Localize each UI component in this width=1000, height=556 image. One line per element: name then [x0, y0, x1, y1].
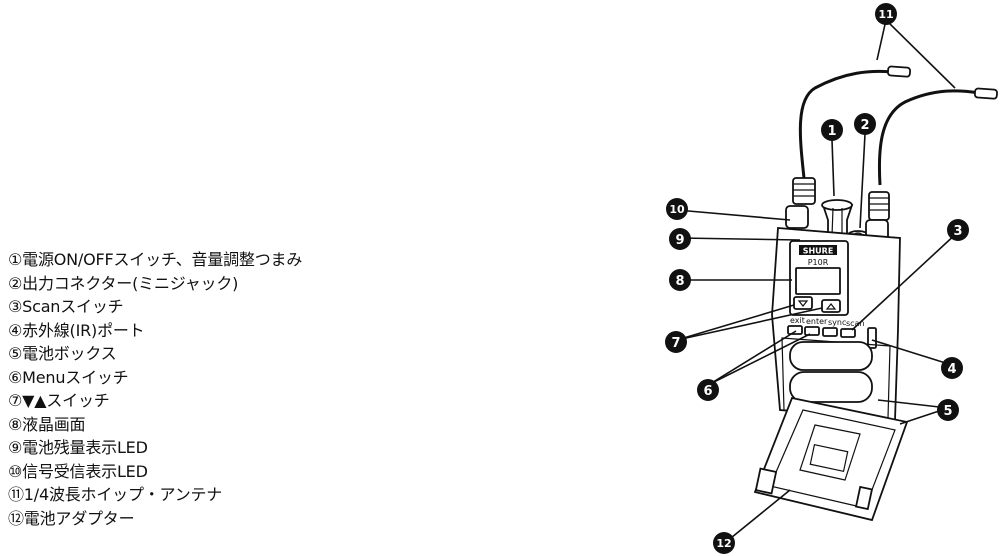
svg-text:3: 3	[953, 224, 962, 239]
legend-item-6: ⑥Menuスイッチ	[8, 367, 129, 387]
lcd-screen	[795, 267, 841, 295]
svg-text:7: 7	[671, 336, 680, 351]
legend-item-11: ⑪1/4波長ホイップ・アンテナ	[8, 485, 223, 504]
legend-item-12: ⑫電池アダプター	[8, 508, 135, 528]
legend-item-10: ⑩信号受信表示LED	[8, 461, 148, 481]
callout-7: 7	[665, 331, 687, 353]
antennas	[792, 65, 998, 221]
antenna-left-tip	[887, 65, 912, 78]
svg-text:5: 5	[943, 404, 952, 419]
sync-button[interactable]	[822, 327, 838, 337]
brand-text: SHURE	[803, 247, 834, 256]
model-text: P10R	[808, 258, 829, 267]
antenna-base-left	[785, 205, 809, 229]
svg-text:1: 1	[827, 124, 836, 139]
antenna-right-tip	[973, 87, 998, 100]
legend-item-3: ③Scanスイッチ	[8, 297, 124, 316]
svg-text:9: 9	[675, 233, 684, 248]
volume-knob	[821, 199, 854, 239]
antenna-right	[877, 89, 981, 186]
svg-text:10: 10	[669, 203, 685, 216]
callout-4: 4	[941, 357, 963, 379]
callout-9: 9	[669, 228, 691, 250]
legend-item-5: ⑤電池ボックス	[8, 344, 117, 363]
exit-button[interactable]	[787, 325, 803, 335]
legend-list: ①電源ON/OFFスイッチ、音量調整つまみ ②出力コネクター(ミニジャック) ③…	[8, 248, 302, 530]
battery-1	[789, 341, 873, 371]
exit-label: exit	[790, 316, 805, 325]
legend-item-8: ⑧液晶画面	[8, 414, 86, 434]
legend-item-2: ②出力コネクター(ミニジャック)	[8, 273, 239, 293]
callout-8: 8	[669, 269, 691, 291]
svg-text:12: 12	[716, 537, 731, 550]
brand-badge	[799, 245, 837, 255]
callout-2: 2	[854, 113, 876, 135]
legend-item-7: ⑦▼▲スイッチ	[8, 391, 110, 410]
antenna-right-connector	[868, 191, 890, 221]
scan-button[interactable]	[840, 328, 856, 338]
up-arrow-icon	[825, 303, 837, 310]
svg-text:2: 2	[860, 118, 869, 133]
svg-text:6: 6	[703, 384, 712, 399]
receiver-body: SHURE P10R exit enter sync scan	[771, 227, 901, 421]
callout-6: 6	[697, 379, 719, 401]
ir-port	[867, 327, 877, 349]
antenna-left-connector	[792, 177, 816, 205]
svg-text:11: 11	[878, 8, 893, 21]
callout-10: 10	[666, 198, 688, 220]
down-button[interactable]	[793, 296, 813, 310]
callout-12: 12	[713, 532, 735, 554]
legend-item-4: ④赤外線(IR)ポート	[8, 320, 145, 340]
down-arrow-icon	[797, 300, 809, 307]
legend-item-1: ①電源ON/OFFスイッチ、音量調整つまみ	[8, 250, 303, 269]
svg-text:4: 4	[947, 362, 956, 377]
enter-button[interactable]	[804, 326, 820, 336]
legend-item-9: ⑨電池残量表示LED	[8, 438, 148, 457]
up-button[interactable]	[821, 299, 841, 313]
callout-3: 3	[947, 219, 969, 241]
callout-1: 1	[821, 119, 843, 141]
leader-lines	[676, 19, 959, 543]
sync-label: sync	[828, 318, 846, 327]
battery-2	[789, 371, 873, 403]
battery-adapter	[799, 424, 861, 481]
enter-label: enter	[806, 317, 828, 326]
callout-5: 5	[937, 399, 959, 421]
antenna-left	[798, 69, 894, 179]
svg-text:8: 8	[675, 274, 684, 289]
battery-door	[753, 396, 909, 522]
callout-11: 11	[875, 3, 897, 25]
scan-label: scan	[846, 319, 865, 328]
